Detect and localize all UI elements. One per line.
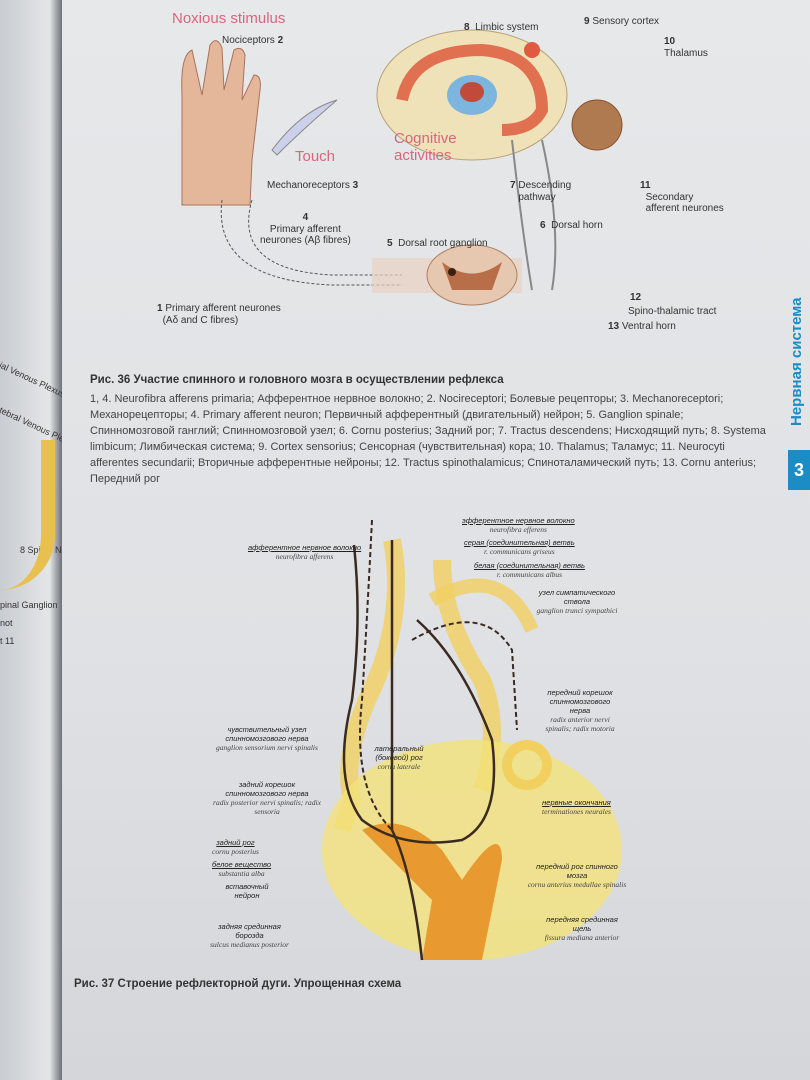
cognitive-label: Cognitive activities	[394, 130, 457, 165]
label-text: Ventral horn	[621, 321, 676, 332]
noxious-stimulus-label: Noxious stimulus	[172, 10, 286, 27]
label-number: 3	[352, 180, 359, 191]
touch-label: Touch	[295, 148, 336, 165]
label-number: 1	[157, 303, 163, 314]
section-tab-number: 3	[788, 450, 810, 490]
fig37-label: вставочный нейрон	[225, 882, 269, 900]
label-text: Thalamus	[664, 47, 708, 59]
figure-36-illustration	[181, 29, 623, 306]
left-page-edge: ial Venous Plexus tebral Venous Plexus 8…	[0, 0, 62, 1080]
label-number: 12	[630, 292, 642, 303]
label-text: Primary afferent neurones	[165, 303, 281, 314]
label-text: Sensory cortex	[592, 16, 660, 27]
label-number: 9	[584, 16, 590, 27]
label-number: 11	[640, 180, 651, 191]
label-number: 7	[510, 180, 516, 191]
figure-36-legend: 1, 4. Neurofibra afferens primaria; Аффе…	[90, 393, 766, 485]
label-text: afferent neurones	[645, 203, 724, 214]
label-text: (Aδ and C fibres)	[162, 314, 239, 326]
label-text: Nociceptors	[222, 35, 275, 46]
label-text: Limbic system	[475, 22, 539, 33]
label-text: neurones (Aβ fibres)	[260, 235, 351, 246]
section-tab-label: Нервная система	[788, 297, 805, 427]
figure-36-caption: Рис. 36 Участие спинного и головного моз…	[90, 374, 504, 386]
label-number: 8	[464, 22, 470, 33]
label-text: Spino-thalamic tract	[628, 306, 717, 317]
label-text: Dorsal root ganglion	[398, 238, 488, 249]
label-text: Dorsal horn	[551, 220, 603, 231]
label-number: 5	[387, 238, 393, 249]
feather-icon	[271, 99, 338, 156]
label-number: 2	[277, 35, 284, 46]
label-text: Secondary	[645, 191, 694, 203]
hand-icon	[181, 40, 261, 206]
spinal-nerve-illustration	[0, 440, 55, 590]
figure-37-illustration	[322, 519, 622, 961]
label-text: Descending	[518, 180, 572, 191]
left-fragment: not	[0, 618, 13, 628]
spinal-cord-white-matter	[322, 740, 622, 960]
textbook-page: Noxious stimulus Touch Cognitive activit…	[62, 0, 810, 1080]
left-fragment: ial Venous Plexus	[0, 360, 62, 400]
label-text: Mechanoreceptors	[267, 180, 350, 191]
left-fragment: t 11	[0, 636, 15, 646]
figure-37-caption: Рис. 37 Строение рефлекторной дуги. Упро…	[74, 978, 402, 990]
grey-matter	[362, 823, 502, 960]
label-text: Primary afferent	[269, 223, 341, 235]
label-number: 4	[302, 212, 309, 223]
label-number: 13	[608, 321, 620, 332]
label-number: 10	[664, 36, 676, 47]
label-text: pathway	[518, 191, 556, 203]
left-fragment: pinal Ganglion	[0, 600, 58, 610]
label-number: 6	[540, 220, 546, 231]
fig37-label: чувствительный узел спинномозгового нерв…	[216, 725, 318, 752]
